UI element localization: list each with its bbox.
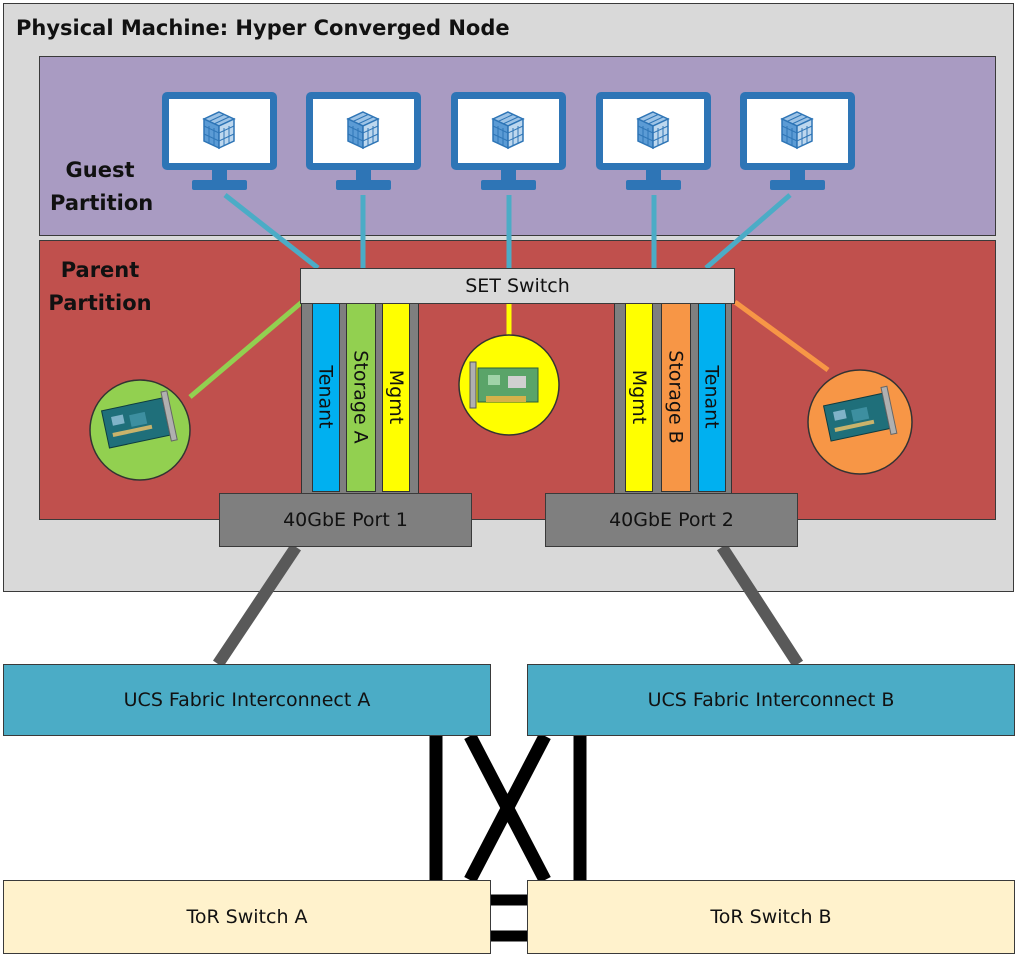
port2-vnic-storage-b: Storage B <box>661 302 691 492</box>
parent-partition-title-line2: Partition <box>48 291 152 315</box>
tor-switch-b: ToR Switch B <box>527 880 1015 954</box>
port2-vnic-tenant-label: Tenant <box>701 365 723 429</box>
vm-monitor-icon <box>596 92 711 190</box>
green-nic-link <box>188 300 304 399</box>
vm-links <box>223 193 792 270</box>
port2-vnic-storage-b-label: Storage B <box>665 350 688 444</box>
port2-vnic-mgmt-label: Mgmt <box>628 369 651 425</box>
vm-monitor-icon <box>306 92 421 190</box>
fabric-tor-links <box>429 732 587 884</box>
guest-partition-title-line2: Partition <box>50 191 154 215</box>
yellow-nic-card-icon <box>458 334 560 436</box>
vm-monitors <box>162 92 855 190</box>
port1-box: 40GbE Port 1 <box>219 493 472 547</box>
guest-partition-title: Guest Partition <box>50 154 154 220</box>
vm-monitor-icon <box>740 92 855 190</box>
fabric-b-tor-a-link <box>464 732 551 884</box>
tor-switch-a: ToR Switch A <box>3 880 491 954</box>
port2-vnic-mgmt: Mgmt <box>625 302 653 492</box>
port1-vnic-tenant: Tenant <box>312 302 340 492</box>
port1-vnic-mgmt: Mgmt <box>382 302 410 492</box>
port1-vnic-storage-a-label: Storage A <box>350 350 373 444</box>
vm-link <box>223 193 320 270</box>
orange-nic-card-icon <box>807 369 913 475</box>
parent-partition-title-line1: Parent <box>60 258 140 282</box>
vm-monitor-icon <box>451 92 566 190</box>
fabric-interconnect-b: UCS Fabric Interconnect B <box>527 664 1015 736</box>
port1-vnic-mgmt-label: Mgmt <box>385 369 408 425</box>
vm-monitor-icon <box>162 92 277 190</box>
physical-machine-title: Physical Machine: Hyper Converged Node <box>16 16 510 40</box>
port1-vnic-tenant-label: Tenant <box>315 365 337 429</box>
parent-partition-title: Parent Partition <box>40 254 160 320</box>
guest-partition-title-line1: Guest <box>65 158 135 182</box>
port2-box: 40GbE Port 2 <box>545 493 798 547</box>
port2-uplink <box>716 543 804 668</box>
green-nic-card-icon <box>89 379 191 481</box>
set-switch: SET Switch <box>300 268 735 304</box>
fabric-interconnect-a: UCS Fabric Interconnect A <box>3 664 491 736</box>
orange-nic-link <box>733 299 830 373</box>
port1-uplink <box>213 543 301 668</box>
vm-link <box>704 193 792 270</box>
port2-vnic-tenant: Tenant <box>698 302 726 492</box>
port1-vnic-storage-a: Storage A <box>346 302 376 492</box>
